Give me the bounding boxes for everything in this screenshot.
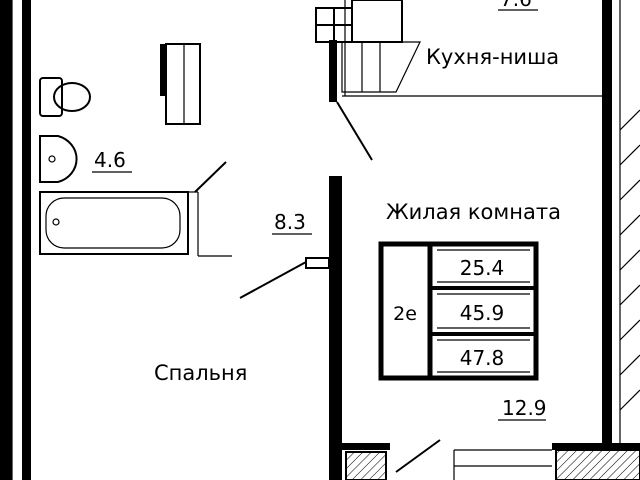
toilet-tank <box>39 77 63 117</box>
bathroom-right-wall <box>22 0 31 480</box>
sink <box>39 135 78 183</box>
right-outer-wall <box>602 0 612 445</box>
toilet-bowl <box>53 82 91 112</box>
bathroom-fixtures <box>0 43 232 257</box>
living-room-label: Жилая комната <box>386 200 561 224</box>
kitchen-niche-label: Кухня-ниша <box>426 45 559 69</box>
kitchen-counter <box>315 0 421 93</box>
bathtub <box>39 191 189 255</box>
total-area-value: 45.9 <box>460 301 505 325</box>
kitchen-door <box>336 101 373 161</box>
bathroom-door <box>194 161 227 193</box>
bedroom-label: Спальня <box>154 361 247 385</box>
central-partition <box>329 176 342 480</box>
thin-lines <box>11 0 640 480</box>
upper-partition <box>329 40 337 102</box>
room-labels: Кухня-ниша Жилая комната Спальня <box>154 45 561 385</box>
bathroom-shelf <box>160 44 166 96</box>
balcony-left-wall <box>342 443 390 450</box>
bathroom-area-label: 4.6 <box>94 148 126 172</box>
apartment-type: 2е <box>393 303 417 325</box>
bedroom-door <box>239 257 330 299</box>
balcony-door <box>395 439 441 473</box>
total-with-balcony-value: 47.8 <box>460 346 505 370</box>
top-area-label: 7.6 <box>500 0 532 11</box>
living-area-value: 25.4 <box>460 256 505 280</box>
balcony-right-hatch <box>555 449 640 480</box>
left-outer-wall <box>0 0 12 480</box>
balcony-left-hatch <box>345 451 387 480</box>
right-lower-wall <box>552 443 640 450</box>
area-summary-table: 2е 25.4 45.9 47.8 <box>378 241 539 381</box>
balcony-area-label: 12.9 <box>502 396 547 420</box>
area-labels: 7.6 4.6 8.3 12.9 <box>92 0 547 421</box>
hall-area-label: 8.3 <box>274 210 306 234</box>
